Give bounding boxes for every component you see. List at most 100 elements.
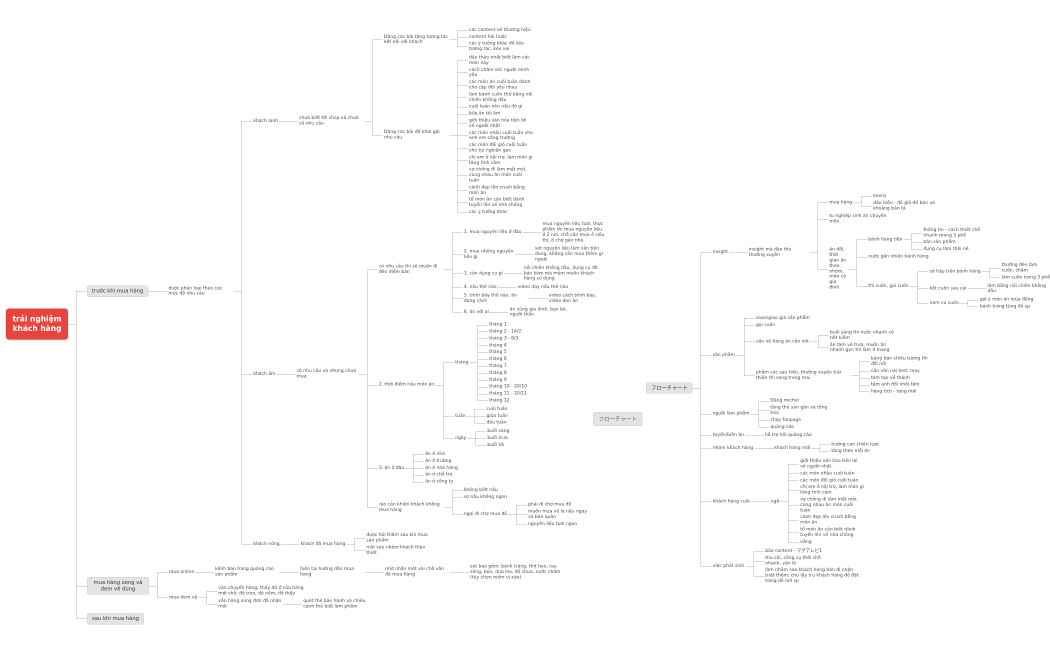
mindmap-text-node[interactable]: Đăng các bài tăng tương tác kết nối với … <box>384 34 449 45</box>
mindmap-text-node[interactable]: ăn ở nhà hàng <box>425 465 458 471</box>
mindmap-text-node[interactable]: buổi sáng thì nước nhanh có tiết kiệm <box>829 329 894 341</box>
mindmap-text-node[interactable]: mua nguyên liệu tươi, thực phẩm thì mua … <box>542 221 605 243</box>
mindmap-text-node[interactable]: tháng 4 <box>489 342 507 348</box>
mindmap-text-node[interactable]: phải đi chợ mua đồ <box>528 502 572 508</box>
mindmap-text-node[interactable]: ăn tâm về trưa, muốn ăn nhanh gọn thì là… <box>829 342 890 353</box>
mindmap-text-node[interactable]: có nhu cầu thì sẽ muốn đi đến điểm bán <box>378 264 438 275</box>
mindmap-text-node[interactable]: việc phát sinh <box>712 563 745 569</box>
mindmap-text-node[interactable]: ngờ <box>770 498 780 504</box>
mindmap-text-node[interactable]: cách chăm sóc người mình yêu <box>469 67 530 78</box>
mindmap-text-node[interactable]: nước gần nhiên bánh hàng <box>868 254 929 260</box>
mindmap-text-node[interactable]: video cách trình bày, video dọn ăn <box>548 293 597 304</box>
floating-topic-node[interactable]: フローチャート <box>593 412 643 426</box>
mindmap-text-node[interactable]: làm bằng nồi chiên không dầu <box>987 283 1046 294</box>
mindmap-text-node[interactable]: soạn/giao giá sản phẩm <box>755 315 810 321</box>
mindmap-text-node[interactable]: tổ món ăn cần biết dành tuyển lền về nhà… <box>469 197 525 208</box>
mindmap-text-node[interactable]: tháng 6 <box>489 356 507 362</box>
mindmap-text-node[interactable]: buổi sáng <box>487 428 510 434</box>
mindmap-text-node[interactable]: vợ chồng đi làm mệt mỏi, cùng nhau ăn mó… <box>469 167 527 183</box>
mindmap-text-node[interactable]: khách ấm <box>253 371 276 377</box>
mindmap-text-node[interactable]: các món nhậu cuối tuần <box>800 470 855 476</box>
mindmap-text-node[interactable]: được phân loại theo các mức độ nhu cầu <box>168 285 223 297</box>
mindmap-text-node[interactable]: cuối tuần nên nấu đồ gì <box>469 104 523 110</box>
mindmap-text-node[interactable]: không biết nấu <box>463 487 498 493</box>
mindmap-text-node[interactable]: ngày <box>455 435 467 441</box>
mindmap-text-node[interactable]: nguyên liệu tươi ngon <box>528 521 578 527</box>
mindmap-text-node[interactable]: tháng 8 <box>489 370 507 376</box>
mindmap-text-node[interactable]: insight <box>712 249 728 255</box>
mindmap-text-node[interactable]: ngại đi chợ mua đồ <box>463 511 508 517</box>
mindmap-text-node[interactable]: bánh tráng tùng đồ sp <box>979 304 1030 310</box>
mindmap-text-node[interactable]: mua hàng <box>829 199 853 205</box>
mindmap-text-node[interactable]: quét thẻ bảo hành và chiếu cảnh thẻ biết… <box>303 598 366 609</box>
mindmap-text-node[interactable]: tháng 7 <box>489 363 507 369</box>
mindmap-text-node[interactable]: hướng can chiến lược <box>831 441 880 447</box>
mindmap-text-node[interactable]: các món nhậu cuối tuần cho anh em công t… <box>469 130 533 141</box>
mindmap-text-node[interactable]: các ý tưởng khác để kéo tương tác, kéo v… <box>469 41 524 52</box>
mindmap-text-node[interactable]: hỗ trợ hỏi quảng cáo <box>764 432 812 438</box>
mindmap-text-node[interactable]: buổi trưa <box>487 435 508 441</box>
mindmap-text-node[interactable]: giới thiệu văn hóa tiện lợi về người nhậ… <box>800 458 858 470</box>
mindmap-text-node[interactable]: tháng 1 <box>489 322 507 328</box>
mindmap-text-node[interactable]: cành đẹp lên crush bằng món ăn <box>800 514 856 526</box>
mindmap-text-node[interactable]: nhóm khách hàng <box>712 445 754 451</box>
mindmap-text-node[interactable]: tăng thủ sản gần và tổng hòa <box>770 405 828 416</box>
mindmap-text-node[interactable]: mua online <box>169 569 195 575</box>
mindmap-text-node[interactable]: tháng 5 <box>489 349 507 355</box>
mindmap-text-node[interactable]: vợ chồng đi làm mệt mỏi, cùng nhau ăn mó… <box>800 497 858 513</box>
mindmap-text-node[interactable]: được hỏi thăm sau khi mua sản phẩm <box>366 532 428 544</box>
mindmap-text-node[interactable]: ăn ở trường <box>425 458 452 464</box>
mindmap-text-node[interactable]: tuần <box>455 413 466 419</box>
mindmap-text-node[interactable]: khách lạnh <box>253 118 279 124</box>
mindmap-text-node[interactable]: các món đổi gió cuối tuần cho tụi nghiện… <box>469 142 528 153</box>
mindmap-text-node[interactable]: bán sản phẩm <box>923 239 956 245</box>
mindmap-text-node[interactable]: vấn về hàng ăn cần xét <box>755 338 809 344</box>
mindmap-text-node[interactable]: ăn ở nhà <box>425 451 445 457</box>
mindmap-text-node[interactable]: làm nhầm sao khách hàng bán đi nhận triệ… <box>765 567 859 584</box>
mindmap-text-node[interactable]: tổ món ăn cần biết dành tuyển lền về nhà… <box>800 527 856 538</box>
mindmap-text-node[interactable]: người làm phẩm <box>712 411 750 417</box>
mindmap-text-node[interactable]: 4. nấu thế nào <box>463 284 497 290</box>
mindmap-text-node[interactable]: ăn đổi, thời gian ăn theo nhóm, món có g… <box>829 247 847 290</box>
mindmap-text-node[interactable]: giới thiệu văn hóa tiện lợi về người nhậ… <box>469 117 527 129</box>
mindmap-text-node[interactable]: khách nóng <box>253 541 280 547</box>
mindmap-text-node[interactable]: tháng 9 <box>489 377 507 383</box>
mindmap-text-node[interactable]: các món đổi gió cuối tuần <box>800 477 859 483</box>
mindmap-text-node[interactable]: nem cù cuốn <box>929 300 959 306</box>
mindmap-text-node[interactable]: tháng 11 - 20/11 <box>489 391 527 397</box>
mindmap-text-node[interactable]: nhờ nhắn một vài chỗ vấn đề mua hàng <box>385 566 445 578</box>
mindmap-text-node[interactable]: các content về thương hiệu <box>469 27 531 33</box>
mindmap-text-node[interactable]: tháng 3 - 8/3 <box>489 335 519 341</box>
mindmap-text-node[interactable]: thường đèn làm cuốn, chấm <box>1001 262 1038 274</box>
mindmap-text-node[interactable]: đầu tuần <box>486 420 507 426</box>
mindmap-text-node[interactable]: chạy fanpage <box>770 417 801 423</box>
mindmap-text-node[interactable]: gọi cuốn <box>755 322 776 328</box>
mindmap-text-node[interactable]: nồi chiên không dầu, dụng cụ đã bán kèm … <box>523 265 598 282</box>
mindmap-text-node[interactable]: các ý tưởng khác <box>469 209 508 215</box>
mindmap-text-node[interactable]: 2. mua những nguyên liệu gì <box>463 248 514 260</box>
mindmap-text-node[interactable]: thu cải, công cụ thời chỗ nhanh, vấn lò <box>765 555 821 566</box>
mindmap-text-node[interactable]: bảng bán chiếu tương thì đổi nổi <box>870 356 928 367</box>
mindmap-topic-node[interactable]: trước khi mua hàng <box>87 285 149 297</box>
mindmap-root-node[interactable]: trải nghiệm khách hàng <box>6 308 68 340</box>
mindmap-text-node[interactable]: 3. cần dụng cụ gì <box>463 270 503 276</box>
mindmap-topic-node[interactable]: sau khi mua hàng <box>87 613 144 625</box>
mindmap-text-node[interactable]: giữa tuần <box>486 413 508 419</box>
mindmap-text-node[interactable]: 2. thời điểm nấu món ăn <box>378 382 435 388</box>
mindmap-text-node[interactable]: có nhu cầu và nhưng chưa mua <box>296 368 357 380</box>
mindmap-text-node[interactable]: 1. mua nguyên liệu ở đâu <box>463 229 522 235</box>
mindmap-text-node[interactable]: tháng 10 - 20/10 <box>489 384 527 390</box>
mindmap-topic-node[interactable]: mua hàng xong và đem về dùng <box>87 577 149 595</box>
mindmap-text-node[interactable]: ăn ở chỗ trọ <box>425 472 453 478</box>
mindmap-text-node[interactable]: Đăng michel <box>770 398 799 404</box>
mindmap-text-node[interactable]: thì cuốn, gọi cuốn <box>868 283 909 289</box>
mindmap-text-node[interactable]: ăn cùng gia đình, bạn bè, người thân <box>509 306 568 318</box>
mindmap-text-node[interactable]: chưa biết tới shop và chưa có nhu cầu <box>299 115 359 127</box>
mindmap-text-node[interactable]: kết cuốn sau cải <box>929 286 967 292</box>
mindmap-text-node[interactable]: tâm anh đổi nhôi tâm <box>870 382 920 388</box>
mindmap-text-node[interactable]: sản phẩm <box>712 352 735 358</box>
mindmap-text-node[interactable]: set nguyên liệu làm sẵn tiện dùng, không… <box>535 246 603 263</box>
mindmap-text-node[interactable]: khách hàng mới <box>774 445 811 451</box>
mindmap-text-node[interactable]: vẫn hàng sùng đơn đã nhận mới <box>218 598 282 609</box>
mindmap-text-node[interactable]: khách đã mua hàng <box>300 541 346 547</box>
